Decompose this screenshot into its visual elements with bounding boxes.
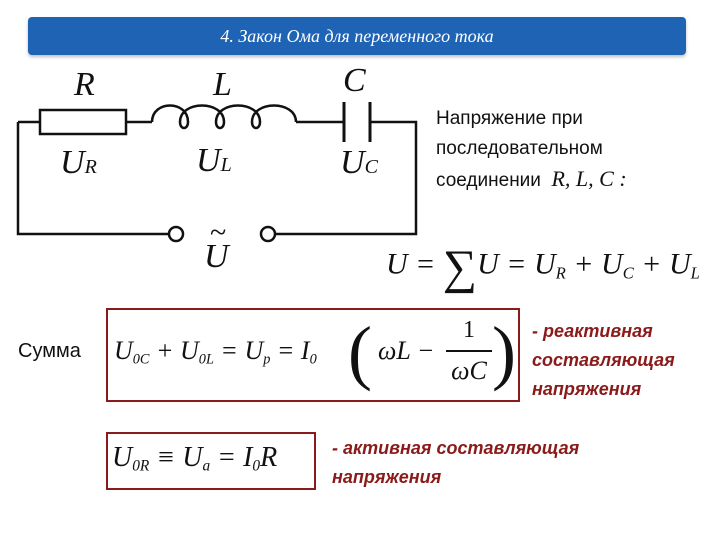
voltage-r-label: UR bbox=[60, 144, 97, 181]
voltage-l-label: UL bbox=[196, 142, 232, 179]
right-paren: ) bbox=[492, 312, 516, 392]
reactive-note-line: составляющая bbox=[532, 350, 675, 370]
voltage-c-label: UC bbox=[340, 144, 378, 181]
reactive-component-note: - реактивная составляющая напряжения bbox=[532, 317, 712, 404]
description-line: соединении R, L, C : bbox=[436, 166, 627, 191]
active-equation: U0R ≡ Ua = I0R bbox=[112, 442, 278, 475]
fraction-denominator: ωC bbox=[451, 356, 487, 385]
source-terminal bbox=[167, 225, 185, 243]
active-equation-box bbox=[106, 432, 316, 490]
slide-title: 4. Закон Ома для переменного тока bbox=[220, 25, 494, 46]
sum-label: Сумма bbox=[18, 340, 81, 362]
source-tilde: ~ bbox=[210, 216, 227, 249]
fraction-bar bbox=[446, 350, 492, 352]
reactive-equation: U0C + U0L = Up = I0 bbox=[114, 336, 317, 368]
slide-title-bar: 4. Закон Ома для переменного тока bbox=[28, 17, 686, 55]
reactive-note-line: напряжения bbox=[532, 379, 642, 399]
active-note-line: напряжения bbox=[332, 467, 442, 487]
left-paren: ( bbox=[348, 312, 372, 392]
circuit-wire bbox=[268, 120, 418, 236]
reactive-equation-box bbox=[106, 308, 520, 402]
inductor-symbol bbox=[150, 104, 298, 130]
sum-equation: U = ∑U = UR + UC + UL bbox=[386, 241, 700, 294]
resistor-symbol bbox=[38, 108, 128, 136]
active-note-line: - активная составляющая bbox=[332, 438, 580, 458]
capacitor-label: C bbox=[343, 62, 366, 99]
description-line: последовательном bbox=[436, 138, 603, 159]
summation-symbol: ∑ bbox=[442, 241, 478, 294]
reactive-note-line: - реактивная bbox=[532, 321, 653, 341]
rlc-elements: R, L, C : bbox=[551, 166, 627, 191]
fraction-numerator: 1 bbox=[463, 317, 475, 343]
series-connection-description: Напряжение при последовательном соединен… bbox=[436, 104, 706, 196]
circuit-wire bbox=[16, 122, 176, 236]
description-line: Напряжение при bbox=[436, 108, 583, 129]
source-voltage-label: U bbox=[204, 238, 229, 275]
active-component-note: - активная составляющая напряжения bbox=[332, 434, 712, 492]
inductor-label: L bbox=[213, 66, 232, 103]
resistor-label: R bbox=[74, 66, 95, 103]
source-terminal bbox=[259, 225, 277, 243]
omega-l-term: ωL − bbox=[378, 336, 435, 365]
